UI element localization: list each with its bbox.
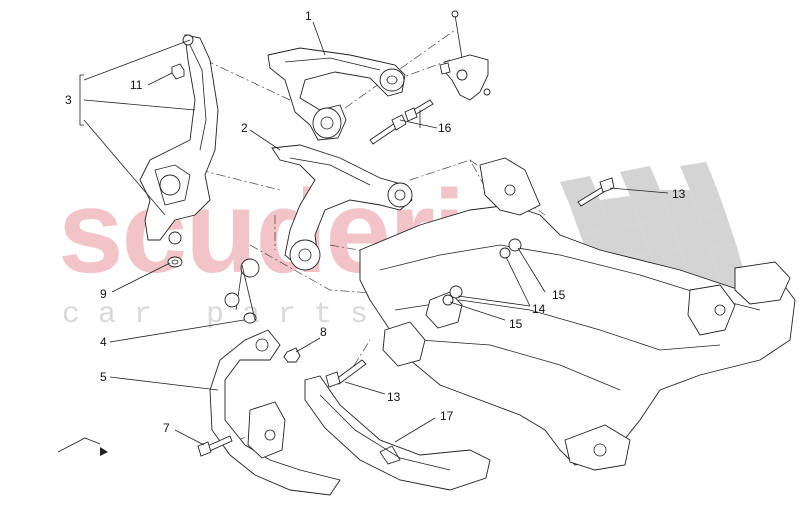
bolts-16: [369, 99, 434, 145]
steering-knuckle: [139, 34, 219, 245]
lower-control-arm: [271, 144, 413, 271]
callout-labels: 1 2 3 4 5 7 8 9 11 13 13 14 15 15 16 17: [65, 9, 686, 435]
callout-13-lower: 13: [387, 390, 401, 404]
callout-bracket-3: [79, 39, 196, 216]
stabilizer-bar: [209, 329, 341, 496]
orientation-arrow-icon: [57, 437, 108, 456]
bolt-7: [197, 435, 233, 457]
upper-control-arm: [267, 47, 406, 141]
callout-14: 14: [532, 302, 546, 316]
callout-13-upper: 13: [672, 187, 686, 201]
front-subframe: [359, 157, 796, 471]
callout-16: 16: [438, 121, 452, 135]
bolt-13-upper: [577, 177, 615, 207]
nut-9: [167, 256, 183, 268]
callout-15-lower: 15: [509, 317, 523, 331]
callout-9: 9: [100, 287, 107, 301]
nut-11: [171, 63, 185, 80]
underbody-panel: [304, 375, 491, 491]
callout-11: 11: [130, 78, 143, 92]
callout-1: 1: [305, 9, 312, 23]
nut-8: [283, 347, 301, 363]
callout-5: 5: [100, 370, 107, 384]
callout-8: 8: [320, 325, 327, 339]
height-sensor-bracket: [439, 10, 491, 101]
callout-2: 2: [241, 121, 248, 135]
leader-lines: [109, 21, 669, 446]
callout-4: 4: [100, 335, 107, 349]
callout-15-right: 15: [552, 288, 566, 302]
watermark-tagline: c a r p a r t s: [62, 298, 368, 332]
bolt-13-lower: [325, 359, 367, 388]
callout-3: 3: [65, 93, 72, 107]
stabilizer-link: [224, 258, 260, 324]
callout-7: 7: [163, 421, 170, 435]
callout-17: 17: [440, 409, 454, 423]
